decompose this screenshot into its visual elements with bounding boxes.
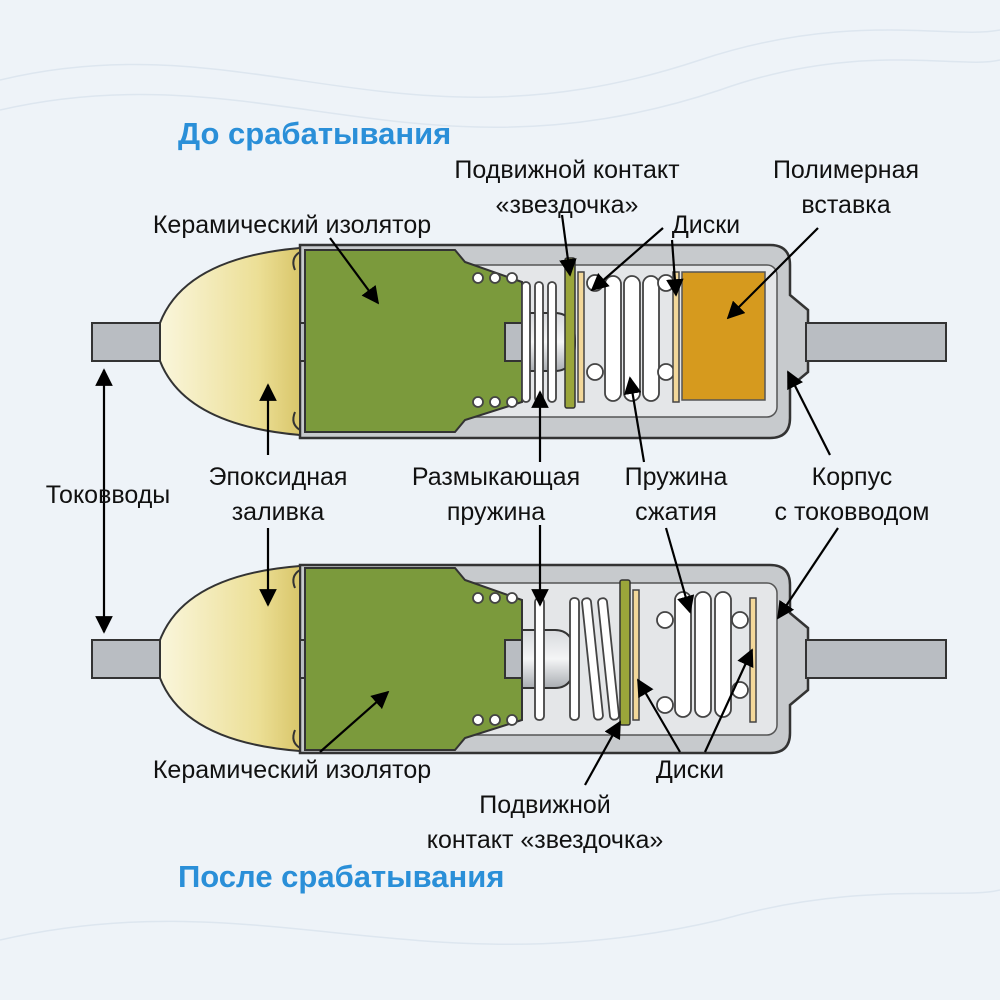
right-terminal-top [805,322,947,362]
annotation-arrows [95,214,839,786]
label-epoxy-2: заливка [232,498,325,526]
label-ceramic-top: Керамический изолятор [153,211,431,239]
label-polymer-2: вставка [801,191,890,219]
heading-after: После срабатывания [178,859,504,894]
label-compression-spring-1: Пружина [625,463,728,491]
label-housing-2: с токовводом [775,498,930,526]
label-movable-contact-bottom-2: контакт «звездочка» [427,826,664,854]
label-opening-spring-2: пружина [447,498,545,526]
disk-top-1 [577,271,585,403]
star-contact-bottom [619,579,631,726]
disk-top-2 [672,271,680,403]
opening-spring-top [521,281,557,403]
opening-spring-bottom [534,597,620,721]
star-contact-top [564,257,576,409]
polymer-insert [681,271,766,401]
ceramic-bottom [304,567,523,751]
label-opening-spring-1: Размыкающая [412,463,580,491]
disk-bottom-2 [749,597,757,723]
label-polymer-1: Полимерная [773,156,919,184]
label-movable-contact-bottom-1: Подвижной [479,791,611,819]
label-epoxy-1: Эпоксидная [209,463,348,491]
label-movable-contact-top-1: Подвижной контакт [454,156,680,184]
label-compression-spring-2: сжатия [635,498,717,526]
compression-spring-top [586,274,675,402]
right-terminal-bottom [805,639,947,679]
disk-bottom-1 [632,589,640,721]
ceramic-top [304,249,523,433]
background-pattern [0,29,1000,945]
label-disks-bottom: Диски [656,756,724,784]
compression-spring-bottom [656,591,749,718]
fuse-before-assembly [91,243,947,440]
epoxy-bottom [159,564,301,753]
label-terminals: Токовводы [46,481,171,509]
heading-before: До срабатывания [178,116,451,151]
piston-bottom [521,629,577,689]
fuse-after-assembly [91,563,947,755]
label-movable-contact-top-2: «звездочка» [496,191,639,219]
label-ceramic-bottom: Керамический изолятор [153,756,431,784]
epoxy-top [159,246,301,437]
label-housing-1: Корпус [812,463,893,491]
label-disks-top: Диски [672,211,740,239]
